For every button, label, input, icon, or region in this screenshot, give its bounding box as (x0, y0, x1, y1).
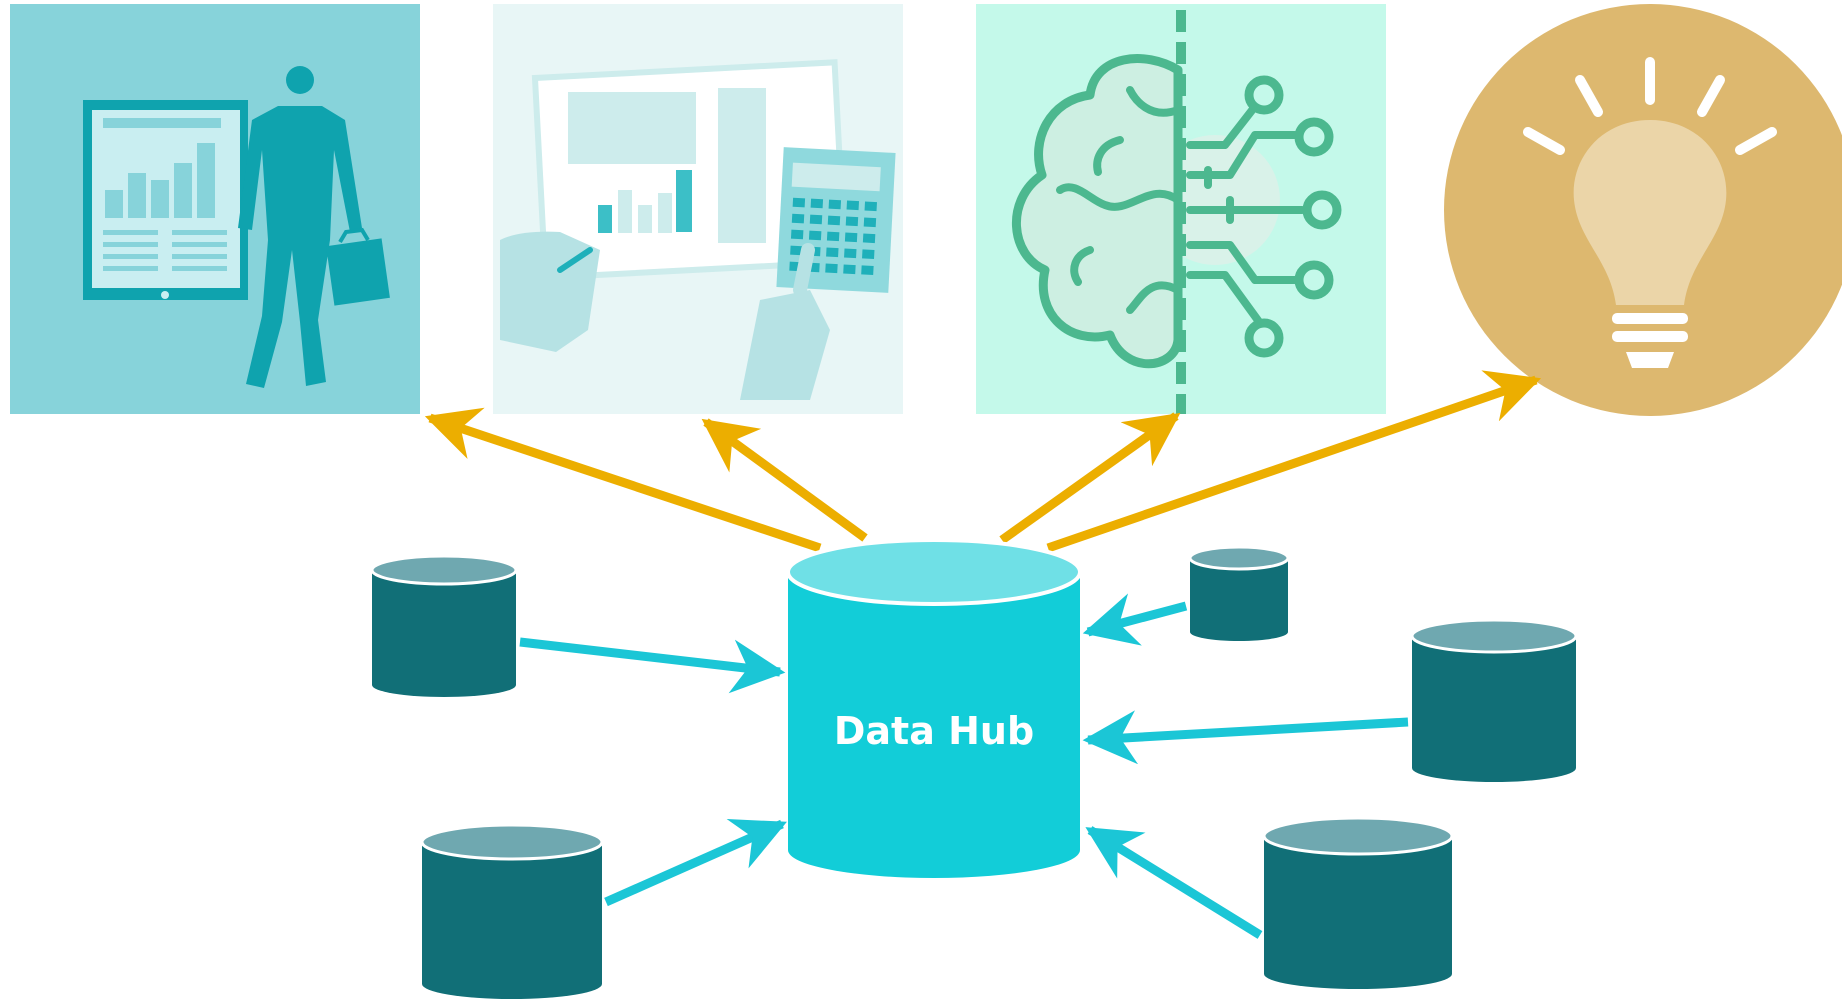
source-db-upper-right-small (1188, 545, 1290, 641)
outflow-arrows (424, 370, 1542, 553)
businessman-report-icon (83, 66, 390, 388)
arrow-hub-to-ai (999, 412, 1181, 544)
arrow-hub-to-accounting (701, 418, 868, 542)
arrow-middle-right-to-hub (1082, 710, 1409, 765)
arrow-lower-left-to-hub (604, 819, 787, 907)
inflow-arrows (519, 593, 1409, 939)
accounting-tile (493, 4, 903, 414)
arrow-upper-right-to-hub (1082, 593, 1188, 646)
business-report-tile (10, 4, 420, 414)
insight-tile (1444, 4, 1842, 416)
ai-tile (976, 4, 1386, 414)
source-db-middle-right (1410, 618, 1578, 782)
hub-label: Data Hub (834, 709, 1034, 753)
lightbulb-icon (1523, 57, 1777, 368)
source-db-upper-left (370, 554, 518, 697)
arrow-hub-to-insight (1046, 370, 1542, 553)
arrow-upper-left-to-hub (519, 637, 786, 694)
data-hub: Data Hub (786, 538, 1082, 878)
arrow-lower-right-to-hub (1085, 826, 1263, 939)
calculator-analysis-icon (500, 59, 896, 400)
source-db-lower-right (1262, 816, 1454, 989)
arrow-hub-to-business (424, 407, 822, 553)
brain-circuit-icon (1012, 10, 1342, 414)
source-db-lower-left (420, 823, 604, 999)
